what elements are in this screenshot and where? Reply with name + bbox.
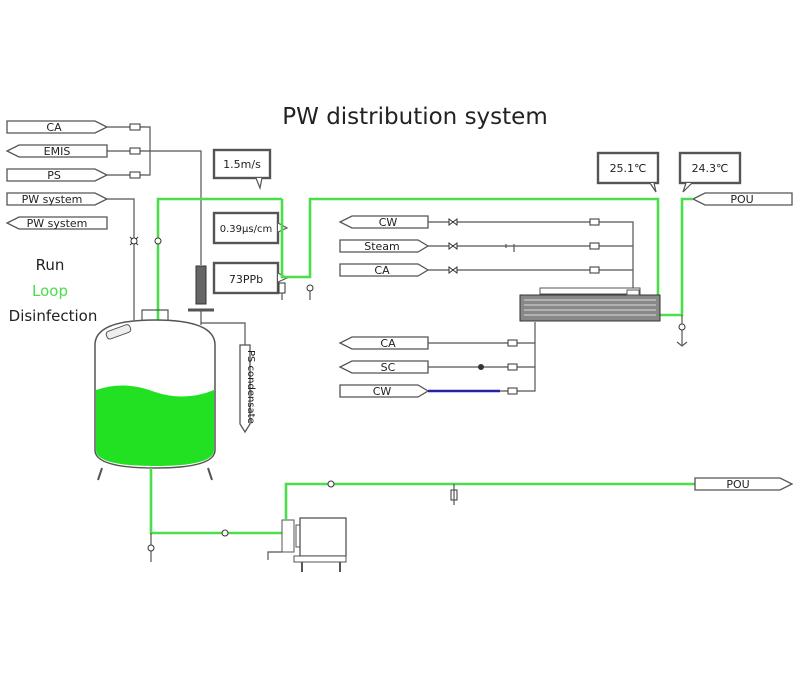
valve-pw-system[interactable]	[129, 236, 139, 246]
loop-pou-return-pipe	[658, 197, 693, 317]
tag-steam-in[interactable]: Steam	[339, 239, 430, 253]
check-valve-ps[interactable]	[129, 171, 141, 179]
tag-cw-out-upper[interactable]: CW	[338, 215, 429, 229]
svg-text:PW system: PW system	[27, 217, 88, 230]
tag-sc-out[interactable]: SC	[338, 360, 429, 374]
svg-text:25.1℃: 25.1℃	[610, 162, 647, 175]
tag-emis-out[interactable]: EMIS	[5, 144, 108, 158]
tag-pw-system-out[interactable]: PW system	[5, 216, 108, 230]
tag-ca-in-upper[interactable]: CA	[339, 263, 430, 277]
svg-text:POU: POU	[726, 478, 749, 491]
svg-text:24.3℃: 24.3℃	[692, 162, 729, 175]
svg-text:PW system: PW system	[22, 193, 83, 206]
svg-text:Steam: Steam	[364, 240, 400, 253]
pump-discharge-pipe	[284, 482, 695, 520]
tank-outlet-pipe	[149, 468, 282, 535]
check-valve-emis[interactable]	[129, 147, 141, 155]
tag-pou-supply[interactable]: POU	[694, 477, 794, 491]
svg-text:PS condensate: PS condensate	[245, 350, 256, 424]
svg-text:EMIS: EMIS	[44, 145, 71, 158]
loop-supply-pipe	[280, 197, 660, 300]
tag-ca-in[interactable]: CA	[6, 120, 109, 134]
conductivity-indicator: 0.39μs/cm	[212, 211, 289, 245]
drain-valve-exchanger[interactable]	[676, 323, 688, 347]
pw-system-line	[107, 198, 135, 320]
storage-tank[interactable]	[94, 309, 216, 481]
drain-valve-tank[interactable]	[147, 544, 155, 552]
svg-text:CA: CA	[46, 121, 62, 134]
tag-cw-in-lower[interactable]: CW	[339, 384, 430, 398]
circulation-pump[interactable]	[281, 517, 347, 572]
svg-text:CW: CW	[379, 216, 398, 229]
tank-water-level	[96, 385, 214, 466]
loop-return-pipe	[156, 197, 282, 320]
svg-text:0.39μs/cm: 0.39μs/cm	[220, 224, 272, 235]
svg-text:CA: CA	[380, 337, 396, 350]
tag-pw-system-in[interactable]: PW system	[6, 192, 109, 206]
svg-text:1.5m/s: 1.5m/s	[223, 158, 261, 171]
tag-ps-in[interactable]: PS	[6, 168, 109, 182]
vent-filter[interactable]	[188, 265, 214, 312]
svg-text:CA: CA	[374, 264, 390, 277]
flow-indicator: 1.5m/s	[212, 148, 272, 191]
svg-text:POU: POU	[730, 193, 753, 206]
check-valve-ca[interactable]	[129, 123, 141, 131]
svg-text:CW: CW	[373, 385, 392, 398]
svg-text:SC: SC	[381, 361, 396, 374]
sample-valve-2[interactable]	[306, 284, 314, 292]
valve-loop-return[interactable]	[154, 237, 162, 245]
toc-indicator: 73PPb	[212, 261, 289, 295]
diagram-title: PW distribution system	[282, 104, 547, 130]
emis-line	[107, 150, 202, 265]
sample-valve-1[interactable]	[278, 282, 286, 294]
tag-ca-out-lower[interactable]: CA	[338, 336, 429, 350]
heat-exchanger[interactable]	[519, 287, 661, 322]
temp-return-indicator: 24.3℃	[678, 151, 742, 193]
legend-disinfection: Disinfection	[9, 307, 98, 325]
tag-pou-return[interactable]: POU	[691, 192, 793, 206]
lower-utility-lines	[428, 322, 536, 392]
valve-pump-inlet[interactable]	[221, 529, 229, 537]
temp-supply-indicator: 25.1℃	[596, 151, 660, 193]
svg-text:73PPb: 73PPb	[229, 273, 263, 286]
condensate-tag[interactable]: PS condensate	[239, 344, 256, 434]
valve-pump-discharge[interactable]	[327, 480, 335, 488]
upper-utility-lines	[428, 221, 634, 290]
legend-loop: Loop	[32, 282, 68, 300]
legend-run: Run	[36, 256, 65, 274]
svg-text:PS: PS	[47, 169, 61, 182]
